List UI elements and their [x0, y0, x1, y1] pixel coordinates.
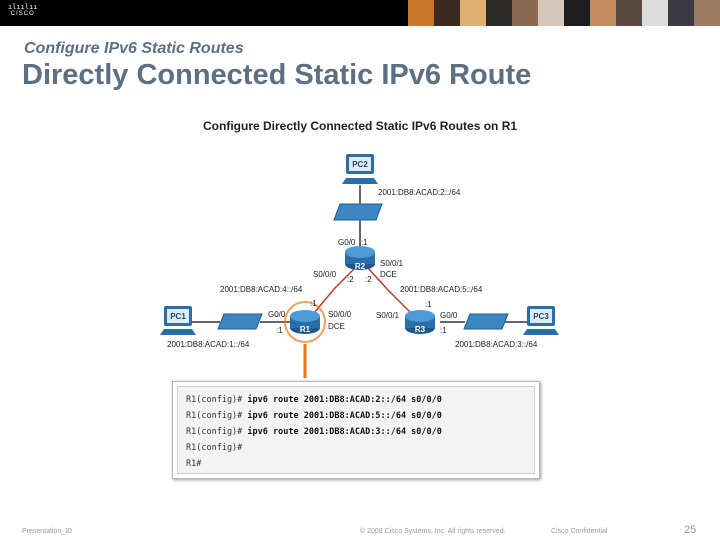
header-photo-tile: [512, 0, 538, 26]
link-r1-r2-serial: [307, 267, 356, 321]
pc2-label: PC2: [352, 160, 368, 169]
r2-g00-host: :1: [361, 238, 368, 247]
r3-router-icon: R3: [405, 310, 435, 334]
r2-s001-host: :2: [365, 275, 372, 284]
r1-label: R1: [300, 325, 311, 334]
r2-s001-label: S0/0/1: [380, 259, 404, 268]
header-banner: ılıılıı CISCO: [0, 0, 720, 26]
link-r2-r3-serial: [367, 267, 419, 321]
r1-s000-host: :1: [310, 299, 317, 308]
footer-confidential: Cisco Confidential: [551, 528, 608, 535]
cli-output-panel: R1(config)# ipv6 route 2001:DB8:ACAD:2::…: [177, 386, 535, 474]
footer-presentation-id: Presentation_ID: [22, 528, 73, 535]
r2-s000-host: :2: [347, 275, 354, 284]
slide-title: Directly Connected Static IPv6 Route: [22, 59, 532, 91]
r2-g00-label: G0/0: [338, 238, 356, 247]
pc3-label: PC3: [533, 312, 549, 321]
slide-subtitle: Configure IPv6 Static Routes: [24, 40, 244, 57]
switch-icon: [463, 313, 509, 330]
r1-s000-label: S0/0/0: [328, 310, 352, 319]
header-photo-tile: [590, 0, 616, 26]
r3-g00-host: :1: [440, 326, 447, 335]
cisco-logo: ılıılıı CISCO: [8, 3, 38, 18]
footer-copyright: © 2008 Cisco Systems, Inc. All rights re…: [360, 528, 506, 535]
cli-output-box: R1(config)# ipv6 route 2001:DB8:ACAD:2::…: [172, 381, 540, 479]
pc1-icon: PC1: [160, 306, 196, 335]
cli-line: R1(config)# ipv6 route 2001:DB8:ACAD:2::…: [186, 395, 442, 405]
r2-router-icon: R2: [345, 246, 375, 271]
r2-s001-dce: DCE: [380, 270, 397, 279]
r1-router-icon: R1: [284, 301, 326, 343]
pc3-icon: PC3: [523, 306, 559, 335]
network-label-lan1: 2001:DB8:ACAD:1::/64: [167, 340, 250, 349]
network-label-wan-r1-r2: 2001:DB8:ACAD:4::/64: [220, 285, 303, 294]
cli-line: R1(config)# ipv6 route 2001:DB8:ACAD:3::…: [186, 427, 442, 437]
network-label-lan3: 2001:DB8:ACAD:3::/64: [455, 340, 538, 349]
header-photo-strip: [408, 0, 720, 26]
header-photo-tile: [668, 0, 694, 26]
header-photo-tile: [694, 0, 720, 26]
header-photo-tile: [486, 0, 512, 26]
pc1-label: PC1: [170, 312, 186, 321]
header-photo-tile: [642, 0, 668, 26]
r3-g00-label: G0/0: [440, 311, 458, 320]
cli-line: R1#: [186, 459, 202, 469]
switch-icon: [333, 203, 383, 221]
r3-s001-host: :1: [425, 300, 432, 309]
r1-g00-host: :1: [276, 326, 283, 335]
header-photo-tile: [564, 0, 590, 26]
network-label-wan-r2-r3: 2001:DB8:ACAD:5::/64: [400, 285, 483, 294]
network-label-lan2: 2001:DB8:ACAD:2::/64: [378, 188, 461, 197]
switch-icon: [217, 313, 263, 330]
cli-line: R1(config)#: [186, 443, 243, 453]
r2-s000-label: S0/0/0: [313, 270, 337, 279]
r3-s001-label: S0/0/1: [376, 311, 400, 320]
header-photo-tile: [538, 0, 564, 26]
page-number: 25: [684, 524, 697, 536]
cli-line: R1(config)# ipv6 route 2001:DB8:ACAD:5::…: [186, 411, 442, 421]
r1-g00-label: G0/0: [268, 310, 286, 319]
header-photo-tile: [616, 0, 642, 26]
header-photo-tile: [408, 0, 434, 26]
r1-s000-dce: DCE: [328, 322, 345, 331]
header-photo-tile: [434, 0, 460, 26]
header-photo-tile: [460, 0, 486, 26]
pc2-icon: PC2: [342, 154, 378, 184]
r3-label: R3: [415, 325, 426, 334]
topology-diagram: PC2 R2 R1 R3 PC1 PC3: [160, 154, 559, 378]
r2-label: R2: [355, 262, 366, 271]
figure-title: Configure Directly Connected Static IPv6…: [203, 119, 518, 133]
